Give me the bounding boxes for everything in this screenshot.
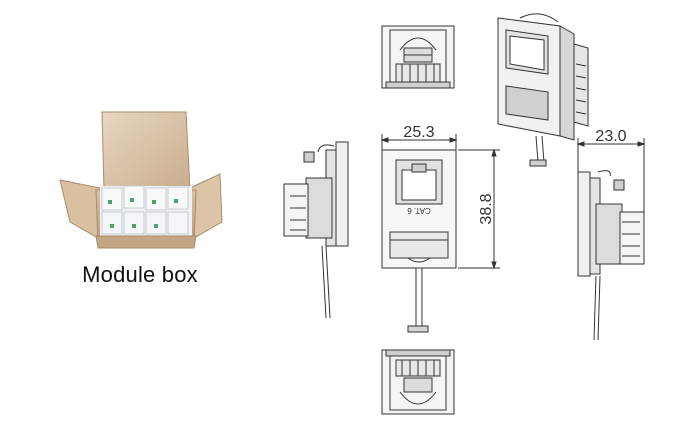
front-height-value: 38.8: [478, 193, 495, 224]
right-side-view-drawing: [577, 170, 645, 341]
front-width-value: 25.3: [403, 124, 434, 141]
isometric-view-drawing: [497, 13, 589, 167]
packed-modules: [100, 185, 192, 238]
side-depth-dimension: [576, 138, 646, 212]
jack-label: CAT. 6: [407, 206, 431, 215]
front-view-drawing: [381, 149, 457, 333]
module-box-caption: Module box: [82, 262, 198, 287]
front-width-dimension: [380, 134, 458, 150]
front-height-dimension: [458, 148, 500, 270]
left-side-view-drawing: [283, 141, 349, 319]
side-depth-value: 23.0: [595, 128, 626, 145]
top-view-drawing: [381, 25, 455, 89]
bottom-view-drawing: [381, 349, 455, 415]
module-box-photo: [59, 111, 223, 249]
